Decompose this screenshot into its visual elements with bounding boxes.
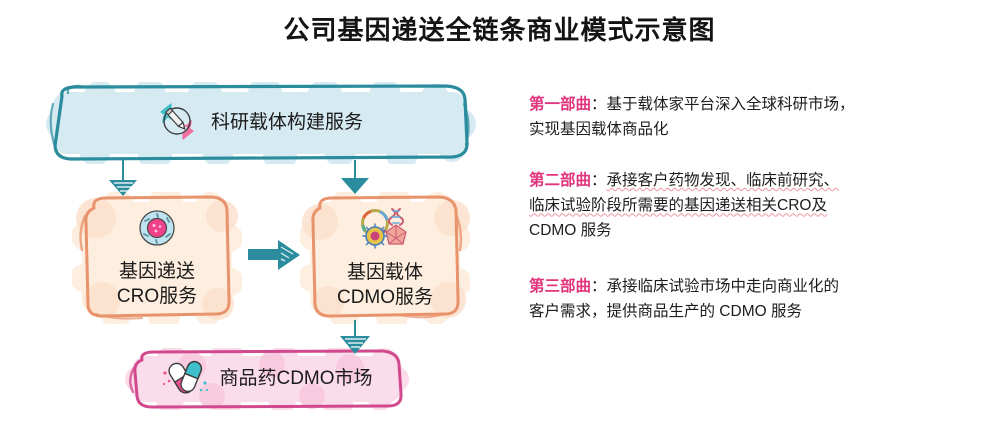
note-3-line-2: 客户需求，提供商品生产的 CDMO 服务 [529, 302, 802, 320]
note-2-line-1: 承接客户药物发现、临床前研究、 [606, 172, 840, 190]
plasmid-virus-icon [358, 206, 412, 255]
notes-column: 第一部曲：基于载体家平台深入全球科研市场， 实现基因载体商品化 第二部曲：承接客… [529, 92, 989, 324]
node-cro-label: 基因递送 CRO服务 [116, 261, 198, 307]
node-market-label: 商品药CDMO市场 [219, 367, 373, 389]
note-3-lead: 第三部曲 [529, 277, 592, 295]
note-2: 第二部曲：承接客户药物发现、临床前研究、 临床试验阶段所需要的基因递送相关CRO… [529, 168, 989, 243]
node-research-vector-construction[interactable]: 科研载体构建服务 [40, 82, 480, 164]
note-1-colon: ： [591, 96, 607, 113]
note-1: 第一部曲：基于载体家平台深入全球科研市场， 实现基因载体商品化 [529, 92, 989, 142]
node-research-shape [46, 82, 476, 164]
connector-cro-to-cdmo [248, 240, 300, 270]
node-research-label: 科研载体构建服务 [210, 111, 363, 133]
note-1-line-1: 基于载体家平台深入全球科研市场， [606, 96, 855, 113]
connector-research-to-cro [109, 160, 137, 196]
node-gene-vector-cdmo[interactable]: 基因载体 CDMO服务 [300, 192, 470, 324]
capsules-icon [161, 357, 209, 402]
note-2-line-3: CDMO 服务 [529, 222, 612, 240]
note-2-colon: ： [591, 172, 607, 190]
node-gene-delivery-cro[interactable]: 基因递送 CRO服务 [72, 192, 242, 324]
note-3-line-1: 承接临床试验市场中走向商业化的 [606, 277, 840, 295]
note-1-line-2: 实现基因载体商品化 [529, 121, 669, 139]
note-3: 第三部曲：承接临床试验市场中走向商业化的 客户需求，提供商品生产的 CDMO 服… [529, 274, 989, 324]
node-cdmo-label: 基因载体 CDMO服务 [336, 262, 434, 308]
note-3-colon: ： [591, 277, 607, 295]
connector-research-to-cdmo [341, 160, 369, 194]
node-commercial-drug-cdmo-market[interactable]: 商品药CDMO市场 [122, 348, 412, 410]
note-2-lead: 第二部曲 [529, 172, 592, 190]
node-cro-shape [72, 192, 242, 324]
note-1-lead: 第一部曲 [529, 96, 592, 113]
note-2-line-2: 临床试验阶段所需要的基因递送相关CRO及 [529, 197, 827, 215]
node-cdmo-shape [300, 192, 470, 324]
refresh-pencil-icon [157, 101, 197, 146]
page-title: 公司基因递送全链条商业模式示意图 [283, 16, 716, 45]
connector-cdmo-to-market [340, 320, 370, 354]
cell-icon [136, 207, 178, 254]
